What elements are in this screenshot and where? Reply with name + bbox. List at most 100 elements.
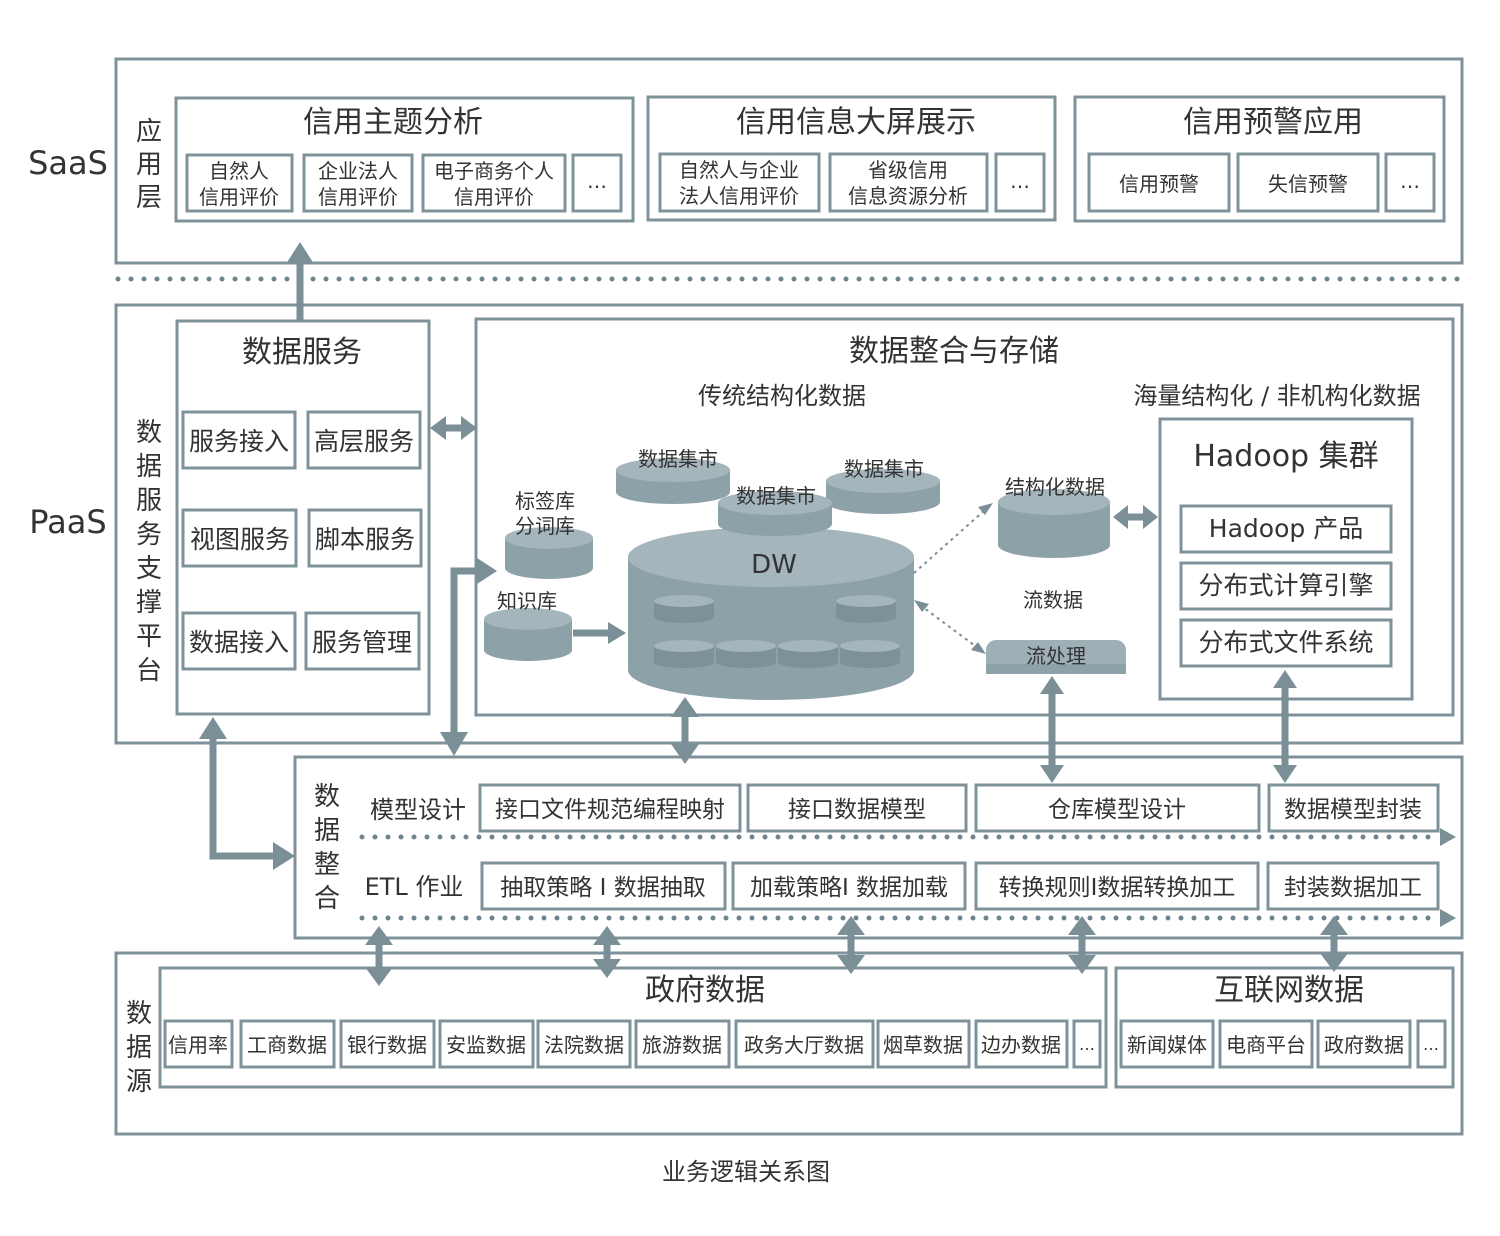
- saas-item-box: [658, 152, 821, 213]
- saas-group-title: 信用主题分析: [303, 105, 483, 140]
- data-mart-label: 数据集市: [638, 447, 718, 471]
- etl-item-label: 转换规则Ⅰ数据转换加工: [999, 875, 1236, 901]
- platform-label-char: 务: [136, 520, 162, 550]
- platform-label-char: 台: [136, 656, 162, 686]
- dw-label: DW: [751, 550, 797, 580]
- source-label-char: 数: [126, 999, 152, 1029]
- arrow-dw-stream: [914, 600, 986, 654]
- internet-item-box: [1119, 1019, 1215, 1069]
- structured-data-cylinder: [998, 489, 1110, 558]
- model-item-box: [1267, 783, 1440, 833]
- arrow-dw-to-integration: [671, 697, 699, 764]
- service-item-box: [181, 508, 298, 568]
- etl-item-label: 封装数据加工: [1284, 875, 1422, 901]
- platform-label-char: 平: [136, 622, 162, 652]
- arrow-integration-gov-2: [593, 926, 621, 978]
- model-design-label: 模型设计: [370, 796, 466, 824]
- arrow-services-storage: [430, 416, 477, 440]
- saas-item-label: 省级信用: [868, 158, 948, 182]
- integration-frame: [293, 755, 1464, 940]
- model-item-box: [746, 783, 968, 833]
- saas-item-ellipsis: …: [1400, 169, 1420, 193]
- service-item-box: [306, 410, 422, 470]
- saas-item-ellipsis: …: [587, 169, 607, 193]
- gov-item-label: 边办数据: [981, 1033, 1061, 1057]
- integration-label-char: 整: [314, 850, 340, 880]
- service-item-label: 数据接入: [189, 628, 289, 657]
- gov-item-box: [1072, 1019, 1102, 1069]
- data-mart-label: 数据集市: [736, 484, 816, 508]
- saas-label: SaaS: [28, 144, 108, 182]
- stream-processing-block: [986, 640, 1126, 674]
- saas-item-label: 企业法人: [318, 159, 398, 183]
- model-item-box: [478, 783, 742, 833]
- gov-item-box: [734, 1019, 875, 1069]
- stream-data-label: 流数据: [1023, 588, 1083, 612]
- saas-item-label: 信息资源分析: [848, 184, 968, 208]
- gov-item-label: 法院数据: [544, 1033, 624, 1057]
- gov-item-box: [876, 1019, 971, 1069]
- service-item-label: 高层服务: [314, 427, 414, 456]
- gov-item-label: 安监数据: [446, 1033, 526, 1057]
- saas-item-label: 信用评价: [199, 185, 279, 209]
- internet-item-box: [1416, 1019, 1447, 1069]
- service-item-box: [181, 410, 297, 470]
- source-label-char: 据: [126, 1033, 152, 1063]
- saas-item-box: [828, 152, 989, 213]
- service-item-label: 脚本服务: [315, 525, 415, 554]
- hadoop-item-label: 分布式文件系统: [1198, 628, 1373, 657]
- gov-item-label: 工商数据: [247, 1033, 327, 1057]
- saas-item-box: [185, 153, 294, 213]
- saas-group-title: 信用信息大屏展示: [736, 105, 976, 140]
- data-mart-cylinder: [826, 469, 940, 514]
- arrow-structured-hadoop: [1113, 505, 1158, 529]
- hadoop-item-box: [1179, 618, 1393, 668]
- hadoop-cluster-title: Hadoop 集群: [1193, 439, 1378, 474]
- paas-label: PaaS: [29, 503, 106, 541]
- platform-label-char: 数: [136, 418, 162, 448]
- etl-flow-arrowhead: [1440, 909, 1456, 927]
- service-item-label: 视图服务: [190, 525, 290, 554]
- etl-label: ETL 作业: [365, 873, 464, 901]
- diagram-caption: 业务逻辑关系图: [662, 1158, 830, 1186]
- arrow-knowledge-to-dw: [573, 622, 626, 644]
- model-item-label: 仓库模型设计: [1048, 797, 1186, 823]
- arrow-integration-gov-4: [1068, 916, 1096, 974]
- saas-item-box: [302, 153, 414, 213]
- gov-item-box: [974, 1019, 1069, 1069]
- saas-item-box: [421, 153, 567, 213]
- model-item-label: 接口数据模型: [788, 797, 926, 823]
- saas-group-title: 信用预警应用: [1183, 105, 1363, 140]
- service-item-label: 服务管理: [312, 628, 412, 657]
- internet-item-label: 电商平台: [1226, 1033, 1306, 1057]
- platform-label-char: 服: [136, 486, 162, 516]
- gov-item-box: [536, 1019, 632, 1069]
- platform-label-char: 支: [136, 554, 162, 584]
- etl-item-box: [974, 861, 1260, 911]
- etl-item-label: 抽取策略 Ⅰ 数据抽取: [500, 875, 705, 901]
- gov-data-title: 政府数据: [645, 973, 765, 1008]
- tag-library-label: 标签库: [515, 489, 575, 513]
- integration-label-char: 合: [314, 884, 340, 914]
- arrow-hadoop-to-integration: [1273, 670, 1297, 783]
- gov-item-ellipsis: …: [1079, 1035, 1095, 1054]
- gov-item-label: 信用率: [168, 1033, 228, 1057]
- arrow-stream-to-integration: [1040, 676, 1064, 783]
- saas-item-box: [1236, 152, 1380, 213]
- gov-item-box: [163, 1019, 234, 1069]
- service-item-label: 服务接入: [189, 427, 289, 456]
- source-label-char: 源: [126, 1067, 152, 1097]
- arrow-integration-gov-1: [365, 926, 393, 986]
- storage-title: 数据整合与存储: [849, 334, 1059, 369]
- data-mart-label: 数据集市: [844, 457, 924, 481]
- saas-item-label: 信用预警: [1119, 172, 1199, 196]
- massive-label: 海量结构化 / 非机构化数据: [1133, 382, 1420, 410]
- structured-data-label: 结构化数据: [1005, 475, 1105, 499]
- etl-item-box: [480, 861, 727, 911]
- stream-processing-label: 流处理: [1026, 644, 1086, 668]
- saas-item-label: 自然人: [209, 159, 269, 183]
- internet-item-box: [1316, 1019, 1412, 1069]
- saas-item-label: 信用评价: [454, 185, 534, 209]
- integration-label-char: 数: [314, 782, 340, 812]
